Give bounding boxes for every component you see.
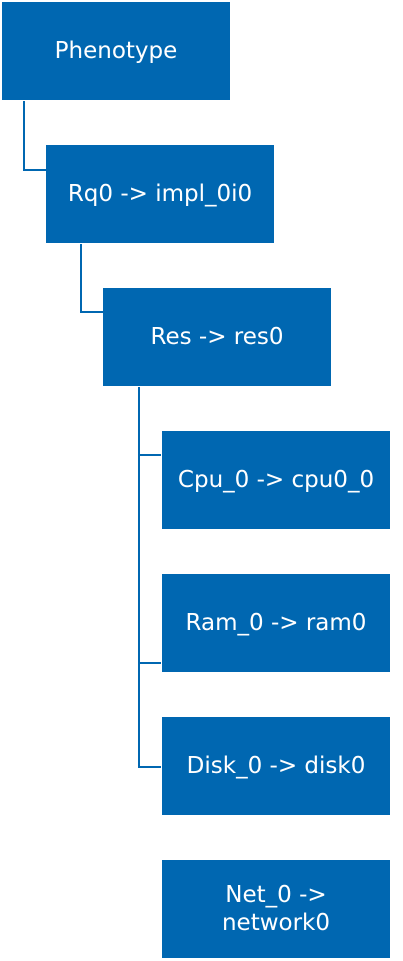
node-disk[interactable]: Disk_0 -> disk0 — [162, 717, 390, 815]
node-net[interactable]: Net_0 -> network0 — [162, 860, 390, 958]
node-cpu[interactable]: Cpu_0 -> cpu0_0 — [162, 431, 390, 529]
node-rq0[interactable]: Rq0 -> impl_0i0 — [46, 145, 274, 243]
node-net-line1: Net_0 -> — [225, 882, 327, 908]
node-res[interactable]: Res -> res0 — [103, 288, 331, 386]
connector-phenotype-rq0 — [23, 101, 46, 171]
connector-res-disk — [138, 663, 161, 768]
node-phenotype[interactable]: Phenotype — [2, 2, 230, 100]
connector-res-cpu — [138, 387, 161, 456]
connector-res-ram — [138, 455, 161, 664]
node-net-line2: network0 — [221, 910, 331, 936]
node-ram[interactable]: Ram_0 -> ram0 — [162, 574, 390, 672]
connector-rq0-res — [80, 244, 103, 313]
